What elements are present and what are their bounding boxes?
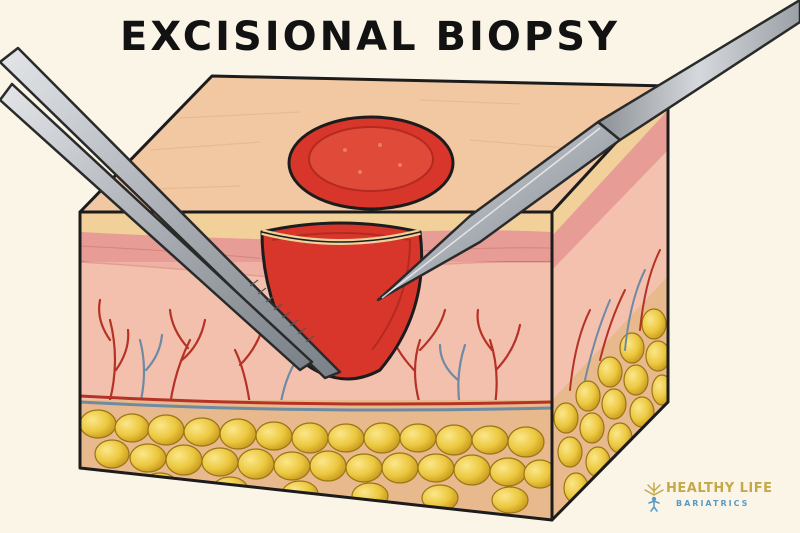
logo-figure-icon [644, 482, 664, 512]
forceps-icon [0, 46, 342, 380]
brand-logo: HEALTHY LIFE BARIATRICS [642, 477, 782, 517]
page-title: EXCISIONAL BIOPSY [120, 14, 620, 60]
logo-subtitle: BARIATRICS [676, 499, 750, 508]
scalpel-icon [376, 0, 800, 302]
logo-name: HEALTHY LIFE [666, 481, 773, 496]
